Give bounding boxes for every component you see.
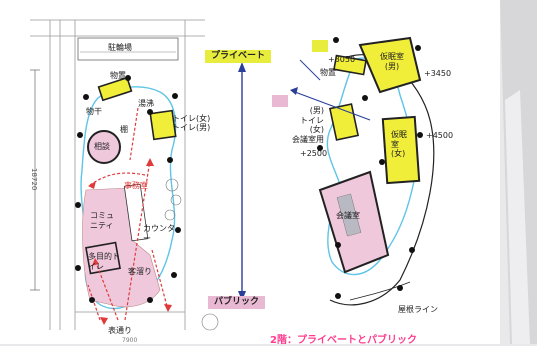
- nap-male-label: 仮眠室 (男): [380, 52, 404, 71]
- meeting-room-label: 会議室: [336, 211, 360, 220]
- bike-parking: [77, 37, 179, 61]
- level-3450: +3450: [424, 69, 452, 78]
- background-edge-highlight: [505, 90, 530, 344]
- plan1-toilet-box: [149, 109, 177, 141]
- arrow-heads: [88, 158, 172, 325]
- level-2500: +2500: [300, 149, 328, 158]
- public-tag: パブリック: [208, 296, 266, 309]
- plan2-column-dots: [317, 37, 423, 299]
- level-4500: +4500: [426, 131, 454, 140]
- kitchen-label: 湯沸: [138, 99, 154, 108]
- plan1-counter: [123, 183, 149, 242]
- dimension-label: 18720: [30, 168, 38, 191]
- community-label: コミュニティ: [90, 211, 114, 230]
- flow-arrows: [87, 107, 169, 321]
- dimension-line: [30, 69, 40, 291]
- bottom-dimension-label: 7900: [122, 337, 138, 344]
- plant-icons: [164, 178, 219, 331]
- plan2-storage-label: 物置: [320, 68, 336, 77]
- shelf-label: 棚: [120, 125, 128, 134]
- office-label: 事務室: [124, 181, 148, 190]
- column-dots: [75, 75, 181, 303]
- drying-label: 物干: [86, 107, 102, 116]
- private-tag: プライベート: [205, 50, 272, 63]
- waiting-label: 客溜り: [128, 267, 152, 276]
- consult-label: 相談: [94, 142, 110, 151]
- plan1-mp-toilet-box: [85, 241, 121, 275]
- roofline-label: 屋根ライン: [398, 305, 438, 314]
- plan1-storage-box: [97, 76, 133, 102]
- level-3050: +3050: [328, 55, 356, 64]
- plan1-consult-room: [87, 130, 121, 164]
- storage-label: 物置: [110, 71, 126, 80]
- axis-arrow-top: [238, 62, 246, 72]
- caption: 2階：プライベートとパブリック: [270, 335, 417, 346]
- street-label: 表通り: [108, 326, 132, 335]
- mp-toilet-label: 多目的トイレ: [88, 252, 120, 271]
- bike-parking-label: 駐輪場: [108, 43, 132, 52]
- counter-label: カウンター: [143, 224, 175, 243]
- plan2-direction-line: [294, 91, 371, 121]
- plan2-nap-male: [358, 36, 422, 94]
- legend-pink-square: [272, 95, 288, 107]
- nap-female-label: 仮眠室(女): [391, 130, 407, 159]
- plan2-storage-box: [333, 54, 367, 76]
- legend-yellow-square: [312, 40, 328, 52]
- plan1-site-lines: [30, 19, 205, 330]
- plan2-nap-female: [381, 115, 421, 185]
- plan2-toilets-label: (男) トイレ (女) 会議室用: [292, 106, 324, 144]
- toilets-label: トイレ(女) トイレ(男): [172, 114, 211, 133]
